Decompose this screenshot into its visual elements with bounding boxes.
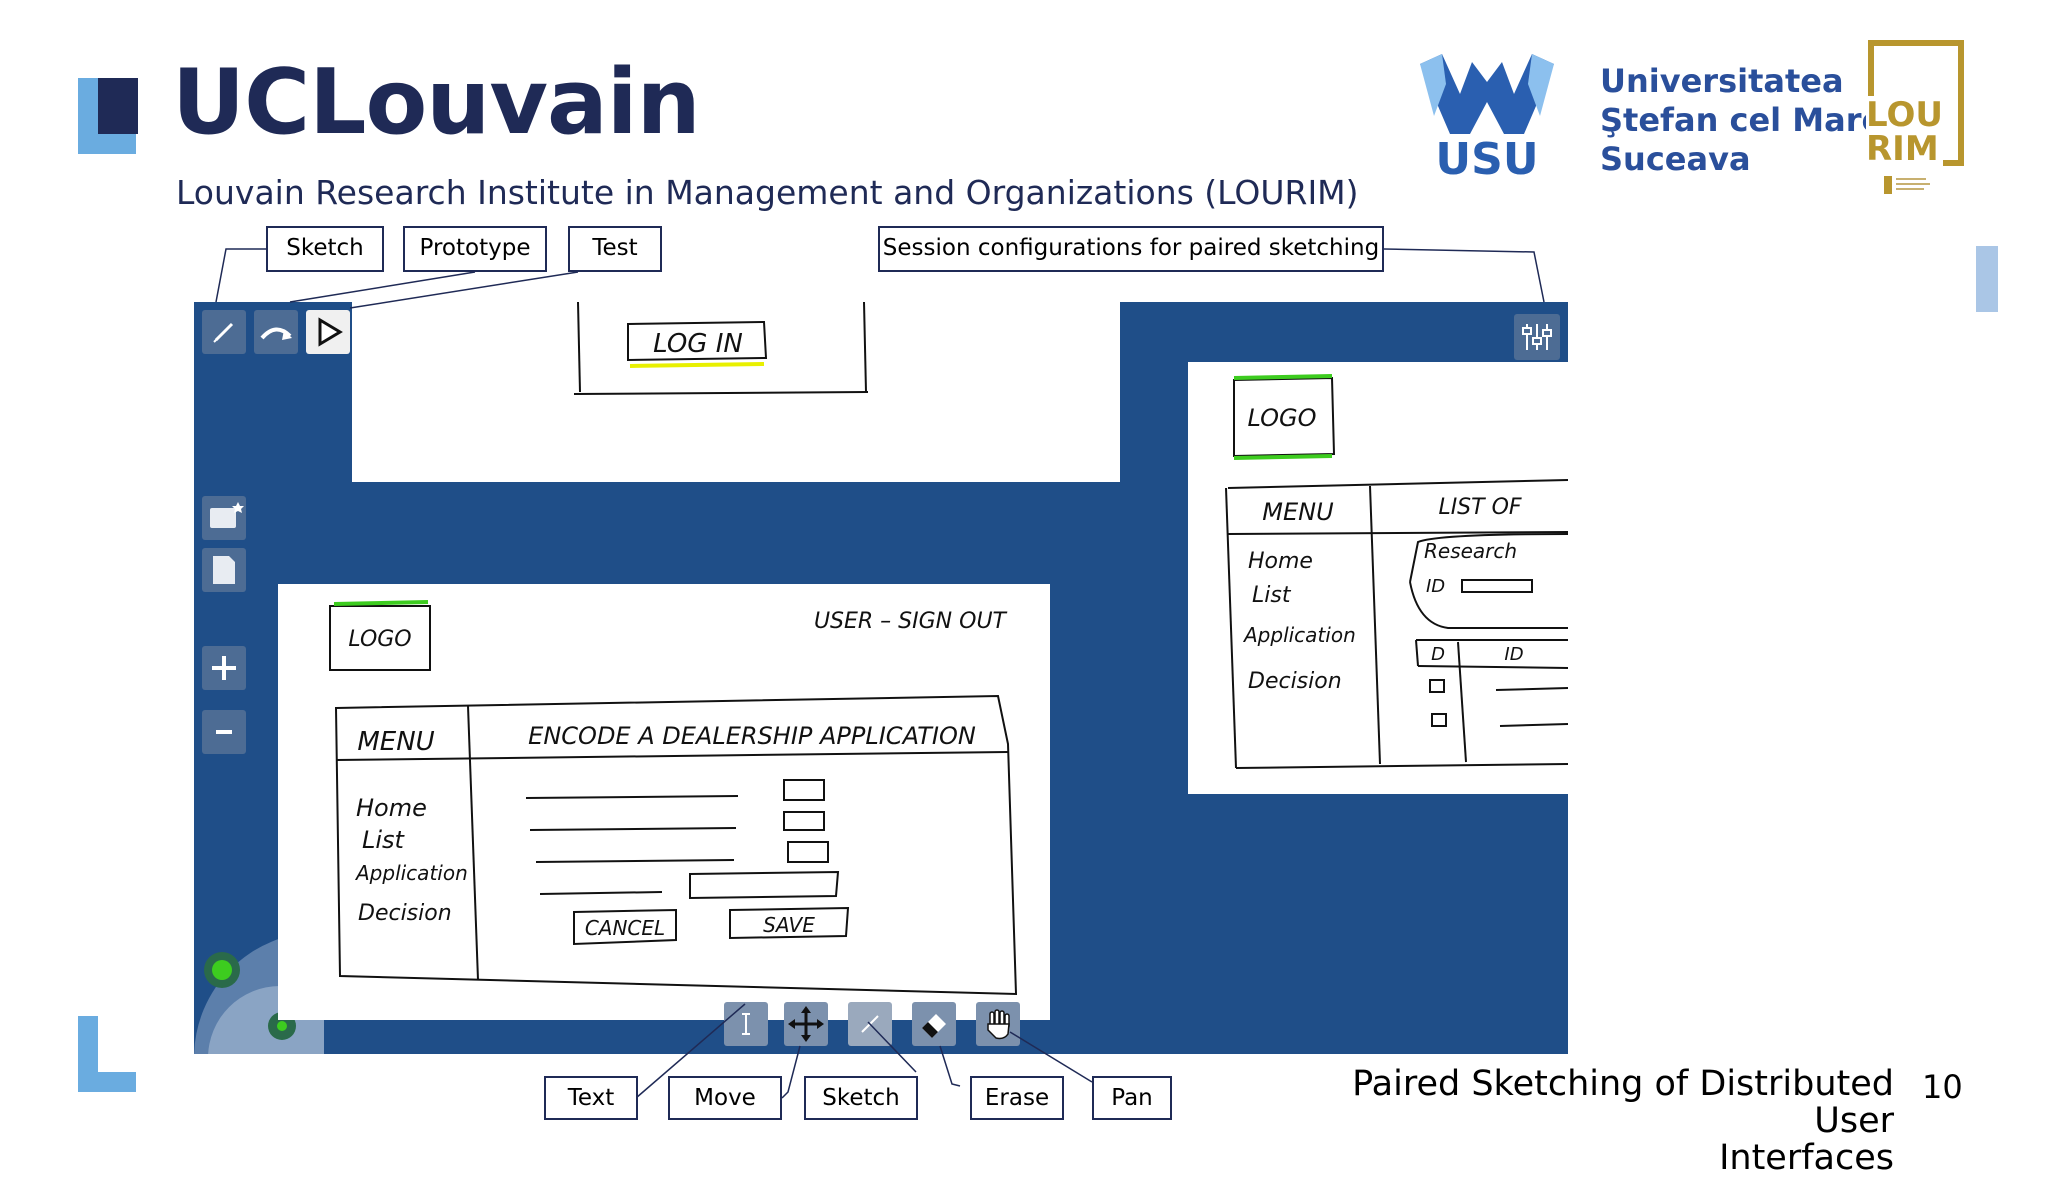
menu-item-sketch: List (362, 826, 406, 854)
cancel-button-sketch: CANCEL (585, 916, 665, 940)
callout-sketch: Sketch (266, 226, 384, 272)
session-settings-button[interactable] (1514, 314, 1560, 360)
menu-item-sketch: Decision (358, 901, 452, 926)
pan-tool-button[interactable] (976, 1002, 1020, 1046)
zoom-out-button[interactable] (202, 710, 246, 754)
play-icon (318, 317, 343, 347)
login-button-sketch: LOG IN (653, 329, 743, 359)
usu-name-line: Universitatea (1600, 62, 1844, 100)
menu-item-sketch: Application (1242, 623, 1356, 647)
callout-leader-lines (215, 248, 1545, 1099)
callout-pan: Pan (1092, 1076, 1172, 1120)
callout-move: Move (668, 1076, 782, 1120)
new-card-button[interactable] (202, 496, 246, 540)
lourim-logo-line: LOU (1866, 95, 1943, 135)
erase-tool-button[interactable] (912, 1002, 956, 1046)
search-label-sketch: Research (1424, 539, 1517, 563)
menu-item-sketch: List (1252, 583, 1292, 608)
participant-status-dot (212, 960, 232, 980)
menu-header-sketch: MENU (1262, 498, 1334, 526)
callout-prototype: Prototype (403, 226, 547, 272)
encode-form-sketch: LOGO USER – SIGN OUT MENU ENCODE A DEALE… (329, 600, 1018, 996)
table-header-sketch: D (1431, 644, 1445, 665)
callout-test: Test (568, 226, 662, 272)
menu-item-sketch: Decision (1248, 669, 1342, 694)
logo-sketch: LOGO (348, 627, 411, 652)
usu-name-line: Suceava (1600, 140, 1751, 178)
callout-sketch-tool: Sketch (804, 1076, 918, 1120)
form-heading-sketch: ENCODE A DEALERSHIP APPLICATION (528, 722, 976, 750)
move-tool-button[interactable] (784, 1002, 828, 1046)
uclouvain-wordmark: UCLouvain (172, 50, 701, 155)
menu-header-sketch: MENU (357, 727, 434, 757)
menu-item-sketch: Home (356, 794, 427, 822)
eraser-icon (922, 1014, 946, 1038)
list-heading-sketch: LIST OF (1438, 495, 1521, 520)
decorative-bar (1976, 246, 1998, 312)
login-sketch: LOG IN (573, 302, 869, 395)
page-icon (213, 556, 235, 584)
slide-title-line: Paired Sketching of Distributed User (1352, 1064, 1894, 1141)
redo-icon (260, 327, 292, 340)
hand-icon (987, 1009, 1010, 1040)
callout-session-config: Session configurations for paired sketch… (878, 226, 1384, 272)
lourim-logo-text: LOU RIM (1866, 96, 1943, 168)
new-card-icon (210, 502, 244, 528)
participant-status-dot (277, 1021, 287, 1031)
zoom-in-icon (212, 656, 236, 680)
page-number: 10 (1922, 1068, 1963, 1106)
slide-title: Paired Sketching of Distributed User Int… (1300, 1066, 1894, 1177)
sketch-mode-button[interactable] (202, 310, 246, 354)
sketch-card-encode-form[interactable]: LOGO USER – SIGN OUT MENU ENCODE A DEALE… (278, 584, 1050, 1020)
decorative-corner-horizontal (78, 1072, 136, 1092)
menu-item-sketch: Home (1248, 549, 1313, 574)
usu-name-line: Ştefan cel Mare (1600, 101, 1884, 139)
table-header-sketch: ID (1504, 644, 1523, 665)
zoom-in-button[interactable] (202, 646, 246, 690)
usu-name: Universitatea Ştefan cel Mare Suceava (1600, 62, 1883, 179)
slide-title-line: Interfaces (1719, 1138, 1894, 1178)
login-button-highlight (629, 362, 765, 368)
user-signout-sketch: USER – SIGN OUT (814, 609, 1008, 634)
move-icon (788, 1006, 824, 1042)
uclouvain-logo-mark-front (98, 78, 138, 134)
pencil-icon (213, 322, 234, 343)
lourim-logo-line: RIM (1866, 129, 1939, 169)
id-label-sketch: ID (1426, 576, 1445, 597)
institute-subtitle: Louvain Research Institute in Management… (176, 173, 1359, 212)
text-tool-button[interactable] (724, 1002, 768, 1046)
usu-logo: USU (1420, 54, 1554, 178)
zoom-out-icon (216, 730, 232, 734)
sliders-icon (1522, 324, 1552, 350)
list-sketch: LOGO MENU LIST OF Home (1225, 374, 1568, 769)
sketch-card-list[interactable]: LOGO MENU LIST OF Home (1188, 362, 1568, 794)
usu-logo-text: USU (1435, 134, 1538, 178)
menu-item-sketch: Application (354, 861, 468, 885)
logo-sketch: LOGO (1247, 404, 1316, 432)
text-cursor-icon (742, 1013, 750, 1035)
test-mode-button[interactable] (306, 310, 350, 354)
page-button[interactable] (202, 548, 246, 592)
lourim-logo-fineprint (1884, 176, 1930, 194)
sketch-card-login[interactable]: LOG IN (352, 302, 1120, 482)
prototype-mode-button[interactable] (254, 310, 298, 354)
sketching-canvas[interactable]: LOG IN LOGO USER – SIGN OUT (194, 302, 1568, 1054)
save-button-sketch: SAVE (763, 913, 815, 937)
callout-text: Text (544, 1076, 638, 1120)
callout-erase: Erase (970, 1076, 1064, 1120)
